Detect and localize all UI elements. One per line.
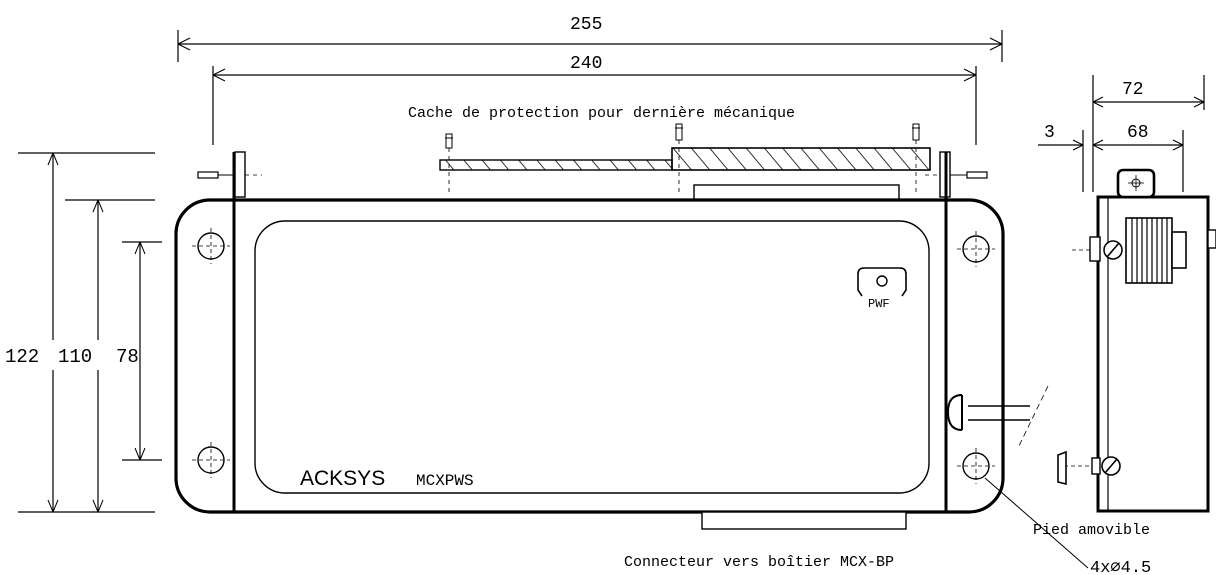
mounting-hole-icon (957, 448, 995, 484)
mounting-hole-icon (192, 442, 230, 478)
removable-foot (1057, 450, 1067, 486)
connector-label: Connecteur vers boîtier MCX-BP (624, 554, 894, 571)
pwf-label: PWF (868, 297, 890, 311)
dimension-110-label: 110 (58, 346, 92, 368)
dimension-heights: 122 110 78 (4, 152, 162, 513)
side-view (1057, 168, 1216, 513)
dimension-255: 255 (177, 15, 1003, 62)
screw-icon (675, 123, 683, 195)
dimension-72-label: 72 (1122, 80, 1144, 100)
front-view: PWF ACKSYS MCXPWS (174, 152, 1049, 530)
protective-cover-label: Cache de protection pour dernière mécani… (408, 105, 795, 122)
dimension-78-label: 78 (116, 346, 139, 368)
dimension-3-label: 3 (1044, 123, 1055, 143)
top-connector-tab (693, 184, 900, 201)
holes-leader-line (984, 477, 1089, 569)
dimension-122-label: 122 (5, 346, 39, 368)
pwf-indicator: PWF (857, 267, 907, 311)
removable-foot-label: Pied amovible (1033, 522, 1150, 539)
screw-icon (912, 123, 920, 195)
dimension-255-label: 255 (570, 15, 602, 35)
side-dimensions: 72 3 68 (1038, 75, 1205, 192)
dimension-240: 240 (212, 54, 977, 145)
side-screw-icon (1064, 456, 1121, 476)
right-screw-icon (925, 151, 988, 198)
dimension-68-label: 68 (1127, 123, 1149, 143)
brand-label: ACKSYS (300, 467, 385, 490)
dimension-240-label: 240 (570, 54, 602, 74)
mounting-hole-icon (192, 228, 230, 264)
left-screw-icon (197, 151, 262, 198)
mounting-hole-icon (957, 231, 995, 267)
cable-gland-icon (946, 385, 1049, 449)
screw-icon (445, 133, 453, 195)
side-screw-icon (1072, 236, 1123, 262)
holes-label: 4x∅4.5 (1090, 559, 1151, 575)
protective-cover (439, 123, 931, 195)
model-label: MCXPWS (416, 472, 474, 490)
bottom-connector (701, 511, 907, 530)
